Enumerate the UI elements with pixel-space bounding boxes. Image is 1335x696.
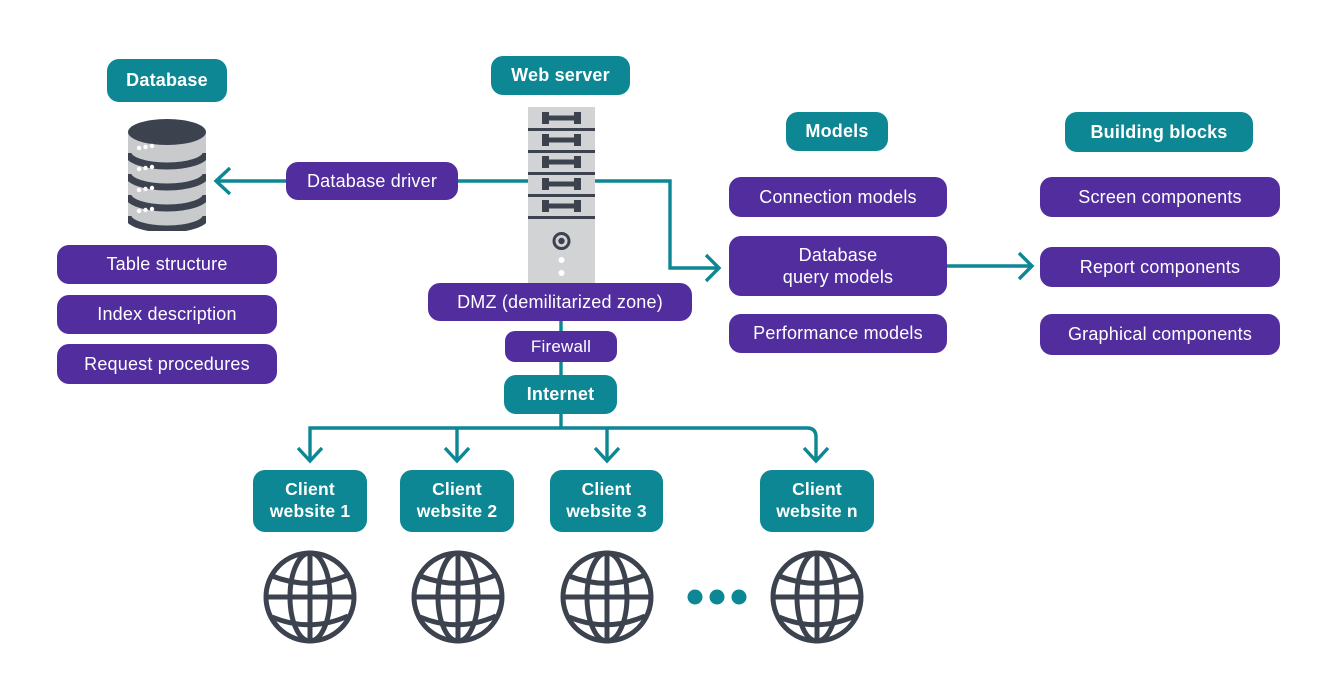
client-website-n-box: Client website n (760, 470, 874, 532)
models-section-label: Models (786, 112, 888, 151)
index-description-box: Index description (57, 295, 277, 334)
database-icon (128, 119, 206, 231)
database-driver-box: Database driver (286, 162, 458, 200)
connection-models-box: Connection models (729, 177, 947, 217)
ellipsis-icon (687, 589, 747, 605)
building-blocks-section-label: Building blocks (1065, 112, 1253, 152)
database-query-models-box: Database query models (729, 236, 947, 296)
request-procedures-box: Request procedures (57, 344, 277, 384)
internet-box: Internet (504, 375, 617, 414)
globe-icon (560, 550, 654, 644)
database-section-label: Database (107, 59, 227, 102)
table-structure-box: Table structure (57, 245, 277, 284)
graphical-components-box: Graphical components (1040, 314, 1280, 355)
client-website-1-box: Client website 1 (253, 470, 367, 532)
firewall-box: Firewall (505, 331, 617, 362)
performance-models-box: Performance models (729, 314, 947, 353)
screen-components-box: Screen components (1040, 177, 1280, 217)
globe-icon (770, 550, 864, 644)
globe-icon (411, 550, 505, 644)
client-website-2-box: Client website 2 (400, 470, 514, 532)
web-server-section-label: Web server (491, 56, 630, 95)
dmz-box: DMZ (demilitarized zone) (428, 283, 692, 321)
report-components-box: Report components (1040, 247, 1280, 287)
server-icon (528, 107, 595, 287)
globe-icon (263, 550, 357, 644)
client-website-3-box: Client website 3 (550, 470, 663, 532)
